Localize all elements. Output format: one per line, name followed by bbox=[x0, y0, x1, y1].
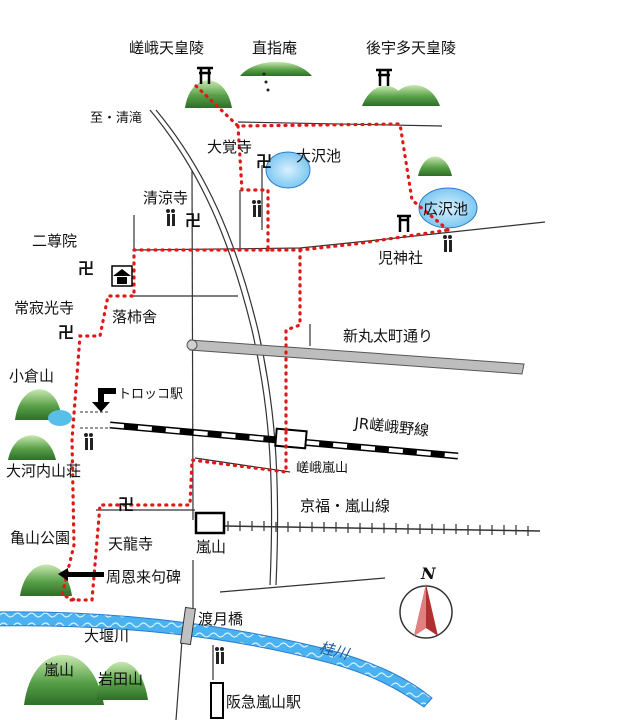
rakushisha-hut-icon bbox=[111, 265, 133, 287]
tenryuji-manji-icon: 卍 bbox=[118, 495, 134, 514]
label-oi-canal: 大堰川 bbox=[84, 627, 129, 645]
kojinja-torii-icon bbox=[397, 214, 411, 232]
north-compass: N bbox=[399, 564, 453, 639]
hills bbox=[8, 61, 452, 705]
label-gouda-tomb: 後宇多天皇陵 bbox=[366, 39, 456, 57]
label-jojakkoji: 常寂光寺 bbox=[14, 299, 74, 317]
jr-sagano-line bbox=[109, 421, 459, 460]
nisonin-manji-icon: 卍 bbox=[78, 259, 94, 278]
label-saga-tomb: 嵯峨天皇陵 bbox=[129, 39, 204, 57]
label-rakushisha: 落柿舎 bbox=[112, 308, 157, 326]
compass-north-label: N bbox=[420, 564, 437, 583]
label-daikakuji: 大覚寺 bbox=[207, 138, 252, 156]
togetsukyo-bridge bbox=[179, 606, 197, 646]
label-togetsukyo: 渡月橋 bbox=[198, 610, 243, 628]
label-osawa-pond: 大沢池 bbox=[296, 147, 341, 165]
torokko-arrow-icon bbox=[92, 388, 116, 412]
gouda-tomb-torii-icon bbox=[376, 68, 392, 86]
label-shuonrai-monument: 周恩来句碑 bbox=[106, 568, 181, 586]
torii-icons bbox=[197, 66, 411, 232]
walking-route bbox=[60, 84, 450, 602]
hankyu-bus-icon bbox=[215, 647, 224, 664]
ponds bbox=[48, 151, 478, 426]
label-to-kiyotaki: 至・清滝 bbox=[90, 111, 142, 126]
label-arashiyama-mountain: 嵐山 bbox=[44, 661, 74, 679]
label-saga-arashiyama-station: 嵯峨嵐山 bbox=[296, 461, 348, 476]
label-iwatayama: 岩田山 bbox=[98, 670, 143, 688]
place-labels: 嵯峨天皇陵 直指庵 後宇多天皇陵 至・清滝 大覚寺 大沢池 広沢池 清涼寺 二尊… bbox=[6, 39, 468, 711]
label-jikishian: 直指庵 bbox=[252, 39, 297, 57]
label-kojinja: 児神社 bbox=[378, 249, 423, 267]
label-hankyu-station: 阪急嵐山駅 bbox=[226, 693, 301, 711]
jikishian-path-icon bbox=[262, 72, 270, 92]
jojakkoji-manji-icon: 卍 bbox=[58, 323, 74, 342]
label-nisonin: 二尊院 bbox=[32, 232, 77, 250]
shin-marutamachi-road bbox=[186, 339, 525, 375]
torokko-bus-icon bbox=[84, 433, 93, 450]
label-ogurayama: 小倉山 bbox=[9, 367, 54, 385]
label-okochi-sanso: 大河内山荘 bbox=[6, 462, 81, 480]
label-kameyama-park: 亀山公園 bbox=[10, 529, 70, 547]
seiryoji-manji-icon: 卍 bbox=[185, 211, 201, 230]
temple-icons: 卍 卍 卍 卍 卍 bbox=[58, 152, 272, 514]
label-seiryoji: 清涼寺 bbox=[143, 189, 188, 207]
label-shin-marutamachi: 新丸太町通り bbox=[343, 327, 433, 345]
hankyu-station-box bbox=[210, 682, 224, 719]
label-tenryuji: 天龍寺 bbox=[108, 535, 153, 553]
shuonrai-arrow-icon bbox=[58, 568, 104, 581]
daikakuji-manji-icon: 卍 bbox=[256, 152, 272, 171]
bus-stop-icons bbox=[84, 72, 452, 664]
label-hirosawa-pond: 広沢池 bbox=[423, 200, 468, 218]
label-torokko-station: トロッコ駅 bbox=[118, 387, 183, 402]
kojinja-bus-icon bbox=[443, 235, 452, 252]
label-jr-sagano-line: JR嵯峨野線 bbox=[353, 414, 430, 440]
daikakuji-bus-icon bbox=[252, 200, 261, 217]
label-keifuku-line: 京福・嵐山線 bbox=[300, 497, 390, 515]
keifuku-line bbox=[194, 511, 541, 536]
saga-tomb-torii-icon bbox=[197, 66, 213, 84]
seiryoji-bus-icon bbox=[166, 209, 175, 226]
label-arashiyama-station: 嵐山 bbox=[196, 538, 226, 556]
